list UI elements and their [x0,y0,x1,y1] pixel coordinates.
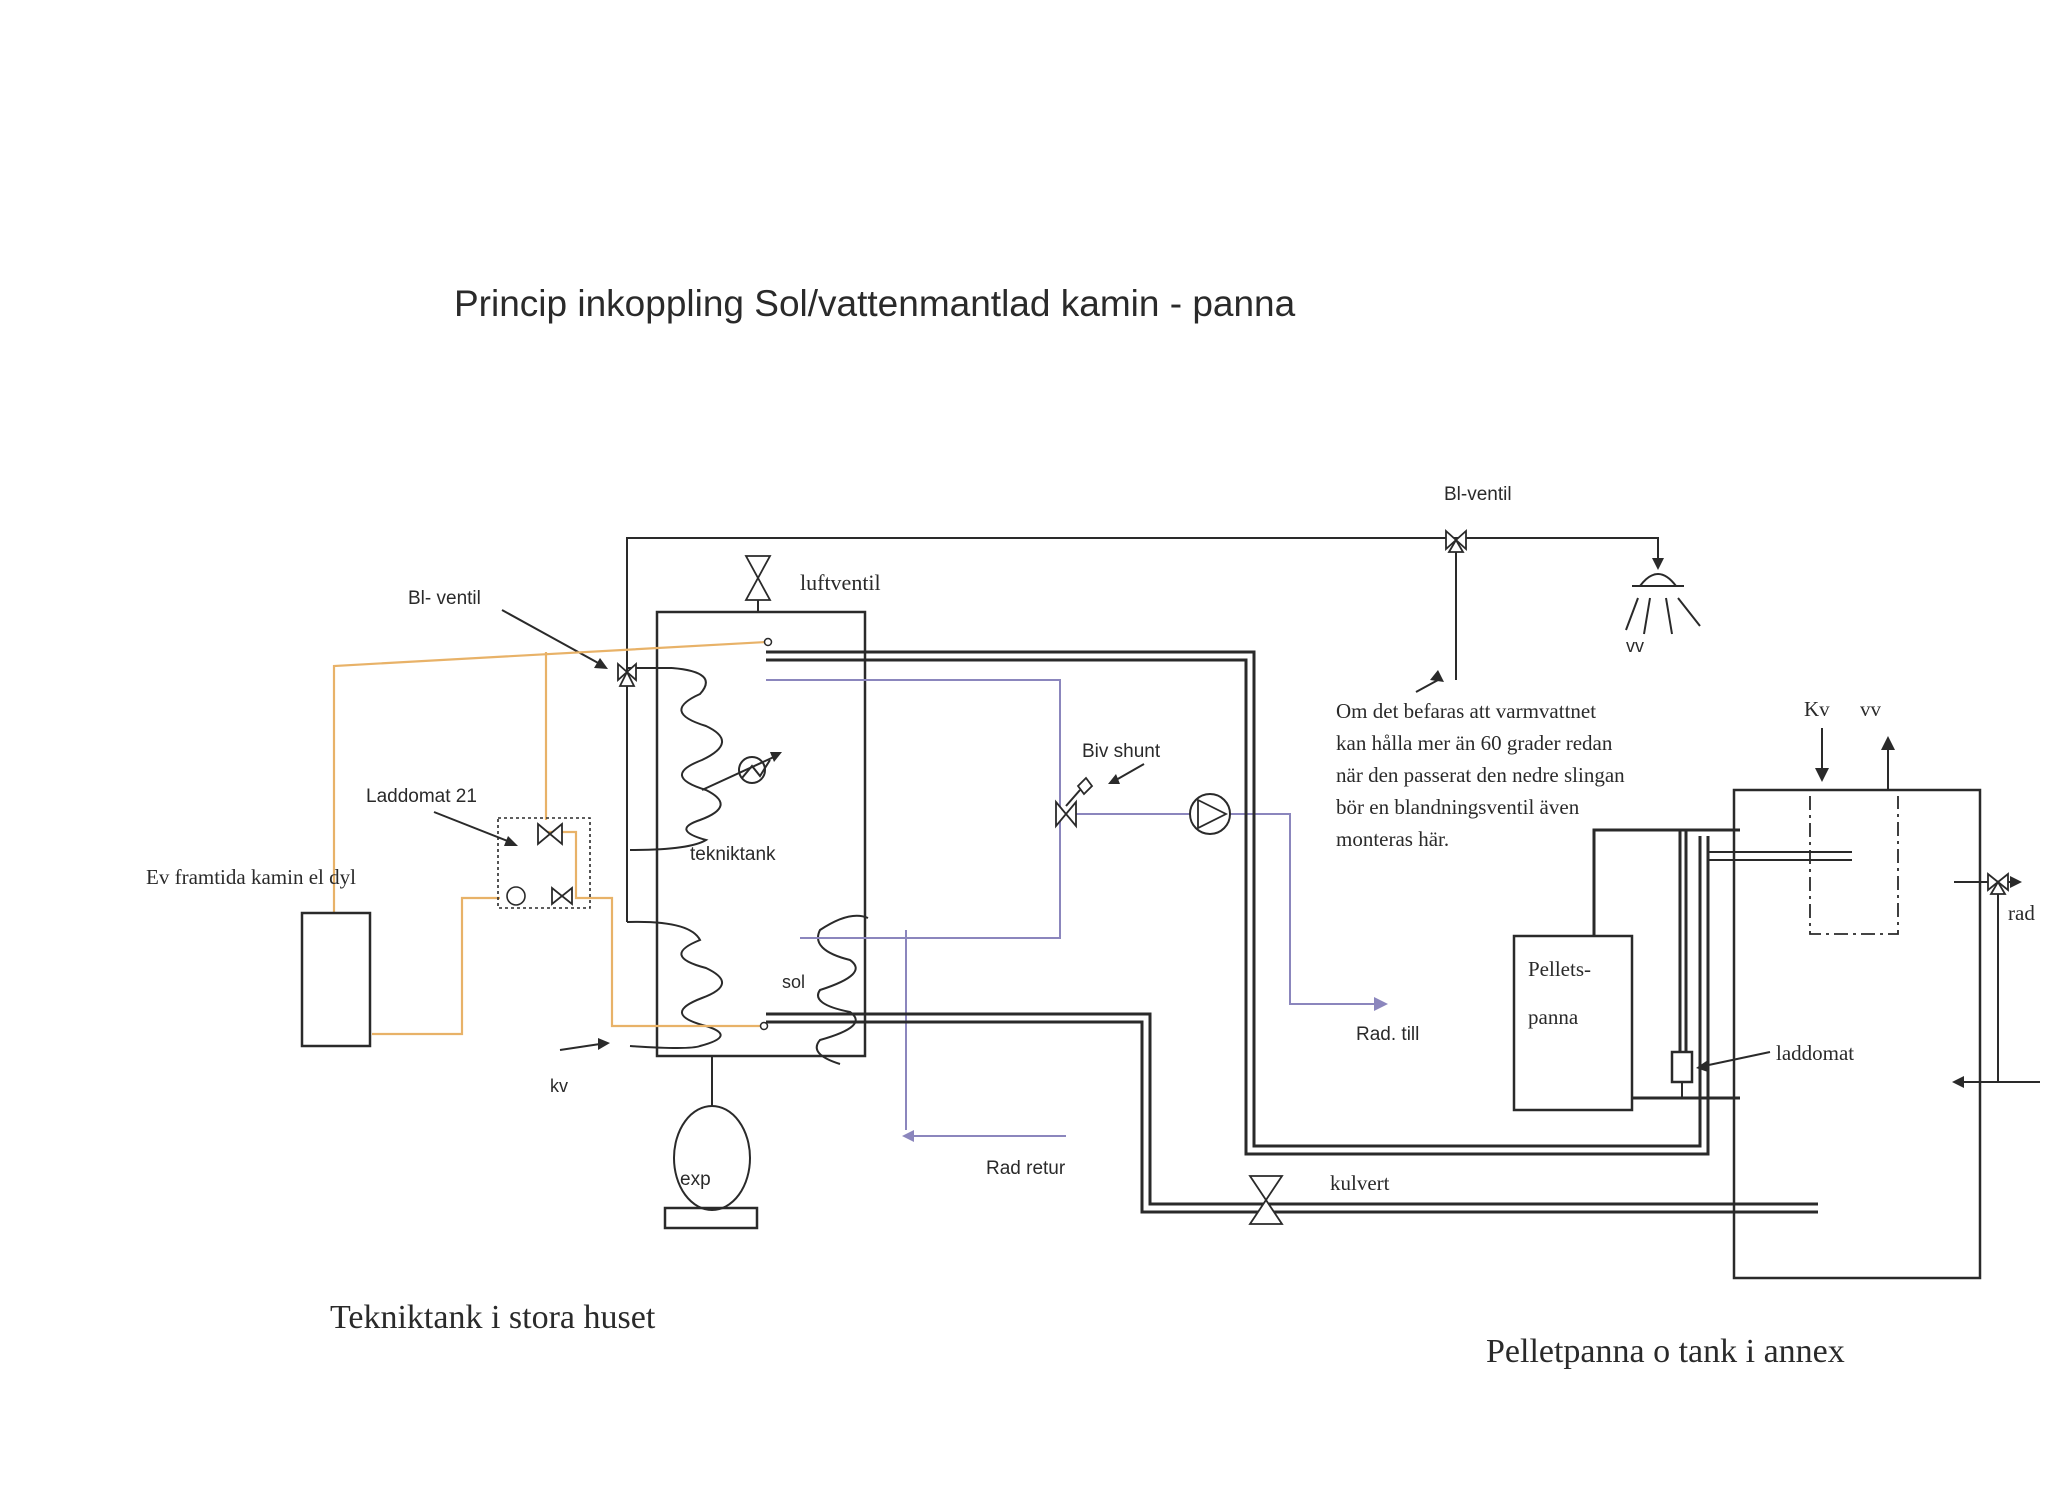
heat-exchanger-icon [701,752,782,791]
caption-left: Tekniktank i stora huset [330,1299,656,1336]
annex-tank [1732,788,1982,1280]
kulvert-valve-icon [1248,1175,1284,1225]
pelletspanna-box [1512,934,1634,1112]
exp-label: exp [680,1169,711,1190]
note-line: kan hålla mer än 60 grader redan [1336,731,1613,755]
arrow-head-icon [598,1038,610,1050]
upper-coil-icon [627,667,723,851]
sol-label: sol [782,972,805,992]
laddomat-annex-icon [1670,1050,1694,1084]
arrow-head-icon [1108,774,1120,784]
lower-coil-icon [626,880,723,1049]
diagram-title: Princip inkoppling Sol/vattenmantlad kam… [454,283,1296,324]
tekniktank-label: tekniktank [690,844,776,865]
pump-icon [1189,793,1231,835]
arrow-head-icon [594,658,608,669]
pellets-label-line2: panna [1528,1005,1579,1029]
laddomat-21-icon [497,817,591,909]
annex-coil-icon [1809,796,1899,935]
rad-retur-label: Rad retur [986,1158,1066,1179]
laddomat-arrow [1703,1051,1771,1067]
kulvert-pipes [766,650,1818,1214]
ev-framtida-label: Ev framtida kamin el dyl [146,865,356,889]
pellets-label-line1: Pellets- [1528,957,1591,981]
arrow-head-icon [504,836,518,846]
hot-water-line [626,537,1659,880]
biv-shunt-arrow [1115,763,1145,781]
bl-ventil-arrow [501,609,601,665]
annex-inlet [1708,851,1852,861]
future-kamin-box [300,911,372,1048]
note-line: monteras här. [1336,827,1449,851]
rad-till-label: Rad. till [1356,1024,1419,1045]
note-line: när den passerat den nedre slingan [1336,763,1625,787]
pellet-pipes [1592,828,1740,1100]
connector-icon [763,637,773,647]
arrow-head-icon [1430,670,1444,682]
kamin-circuit [332,640,767,1036]
kulvert-label: kulvert [1330,1171,1390,1195]
kv-annex-label: Kv [1804,697,1830,721]
mixing-valve-icon [1445,528,1467,553]
arrow-head-icon [1881,736,1895,750]
arrow-head-icon [1815,768,1829,782]
shower-icon [1625,558,1701,635]
arrow-head-icon [1696,1060,1708,1072]
note-line: Om det befaras att varmvattnet [1336,699,1596,723]
note-arrow [1415,679,1439,693]
laddomat-21-label: Laddomat 21 [366,786,477,807]
expansion-vessel-icon [663,1056,759,1230]
connector-icon [759,1021,769,1031]
rad-valve-icon [1952,872,2040,1088]
biv-shunt-label: Biv shunt [1082,741,1161,762]
tekniktank [655,610,867,1058]
bl-ventil-left-label: Bl- ventil [408,588,481,609]
radiator-circuit [766,679,1388,1142]
vv-shower-label: vv [1626,636,1644,656]
laddomat-21-arrow [433,811,511,843]
luftventil-label: luftventil [800,570,881,595]
solar-coil-icon [815,914,869,1065]
kv-left-label: kv [550,1076,568,1096]
tank-mixing-valve-icon [617,661,637,687]
kv-arrow [559,1043,601,1051]
bl-ventil-top-label: Bl-ventil [1444,484,1512,505]
rad-label: rad [2008,901,2035,925]
vv-annex-label: vv [1860,697,1882,721]
air-valve-icon [744,555,772,612]
note-line: bör en blandningsventil även [1336,795,1580,819]
biv-shunt-icon [1055,776,1094,829]
laddomat-label: laddomat [1776,1041,1854,1065]
caption-right: Pelletpanna o tank i annex [1486,1333,1845,1370]
note-text: Om det befaras att varmvattnet kan hålla… [1336,699,1625,851]
